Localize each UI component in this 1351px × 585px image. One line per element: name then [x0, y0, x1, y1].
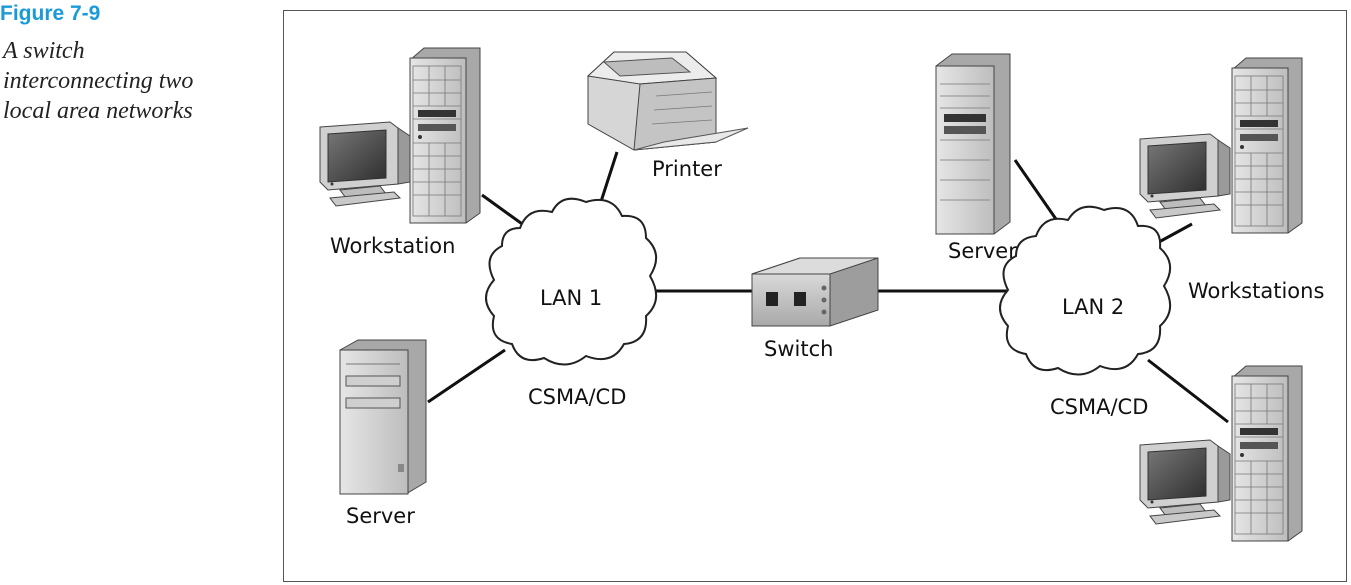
workstation-bottom-right-icon — [1139, 365, 1303, 542]
lan2-cloud — [999, 205, 1171, 376]
label-workstation: Workstation — [330, 234, 455, 258]
workstation-computer-icon — [319, 47, 481, 224]
figure-number: Figure 7-9 — [0, 2, 101, 25]
diagram-frame — [283, 10, 1347, 582]
server-left-icon — [339, 339, 427, 495]
label-csma-left: CSMA/CD — [528, 385, 626, 409]
label-server-right: Server — [948, 239, 1017, 263]
link-workstation-lan1 — [481, 193, 526, 228]
link-server-lan1 — [427, 348, 506, 404]
caption-line: A switch — [3, 38, 85, 64]
switch-icon — [751, 257, 879, 327]
label-printer: Printer — [652, 157, 722, 181]
label-lan2: LAN 2 — [1062, 295, 1124, 319]
label-switch: Switch — [764, 337, 833, 361]
caption-line: interconnecting two — [3, 68, 194, 94]
link-lan2-workstation-bottom — [1147, 358, 1229, 424]
printer-icon — [586, 51, 749, 151]
figure-description: A switch interconnecting two local area … — [3, 36, 233, 126]
caption-line: local area networks — [3, 98, 193, 124]
label-server-left: Server — [346, 504, 415, 528]
workstation-top-right-icon — [1139, 57, 1303, 234]
link-server-lan2 — [1013, 159, 1060, 223]
label-csma-right: CSMA/CD — [1050, 395, 1148, 419]
label-lan1: LAN 1 — [540, 286, 602, 310]
lan1-cloud — [485, 197, 657, 366]
label-workstations: Workstations — [1188, 279, 1324, 303]
server-right-icon — [935, 53, 1011, 235]
